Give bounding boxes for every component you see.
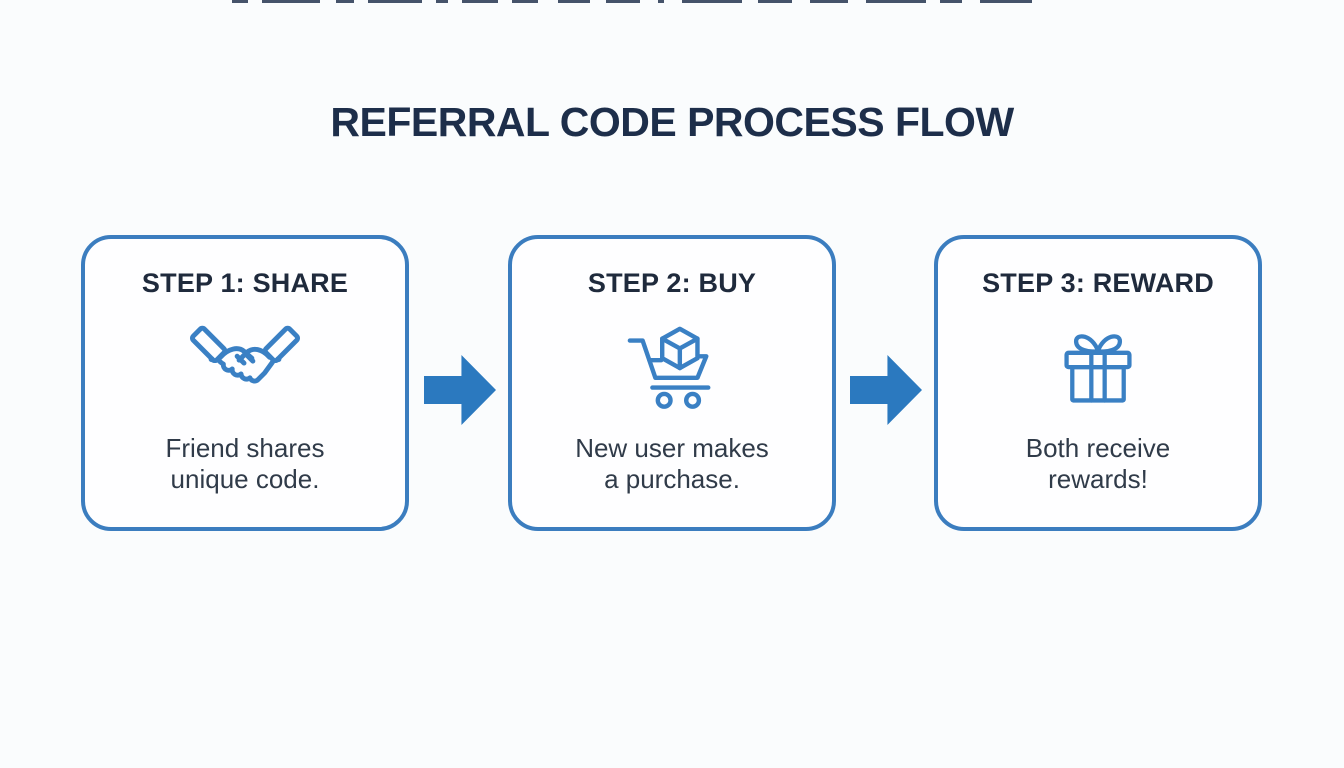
step-1-heading: STEP 1: SHARE — [141, 268, 349, 298]
page-title: REFERRAL CODE PROCESS FLOW — [330, 99, 1014, 145]
step-3-desc-line-1: Both receive — [1025, 433, 1171, 463]
step-1-icon-wrap — [186, 321, 304, 417]
step-1-card: STEP 1: SHARE Friend shares unique code. — [81, 235, 409, 531]
step-3-icon-wrap — [1058, 321, 1138, 417]
flow-arrow-2 — [850, 355, 922, 425]
gift-icon — [1064, 334, 1132, 403]
step-3-description: Both receive rewards! — [1026, 433, 1171, 495]
step-2-card: STEP 2: BUY New user makes a purchase. — [508, 235, 836, 531]
step-3-desc-line-2: rewards! — [1048, 464, 1148, 494]
step-2-icon-wrap — [625, 321, 719, 417]
shopping-cart-icon — [627, 326, 711, 409]
step-1-desc-line-1: Friend shares — [165, 433, 325, 463]
cropped-text-remnant — [232, 0, 1032, 3]
step-2-desc-line-1: New user makes — [575, 433, 769, 463]
step-3-heading: STEP 3: REWARD — [982, 268, 1214, 298]
step-2-desc-line-2: a purchase. — [604, 464, 740, 494]
step-3-card: STEP 3: REWARD Both receive rewards! — [934, 235, 1262, 531]
step-2-heading: STEP 2: BUY — [587, 268, 757, 298]
step-2-description: New user makes a purchase. — [575, 433, 769, 495]
handshake-icon — [189, 325, 301, 384]
step-1-description: Friend shares unique code. — [166, 433, 325, 495]
step-1-desc-line-2: unique code. — [170, 464, 320, 494]
flow-arrow-1 — [424, 355, 496, 425]
